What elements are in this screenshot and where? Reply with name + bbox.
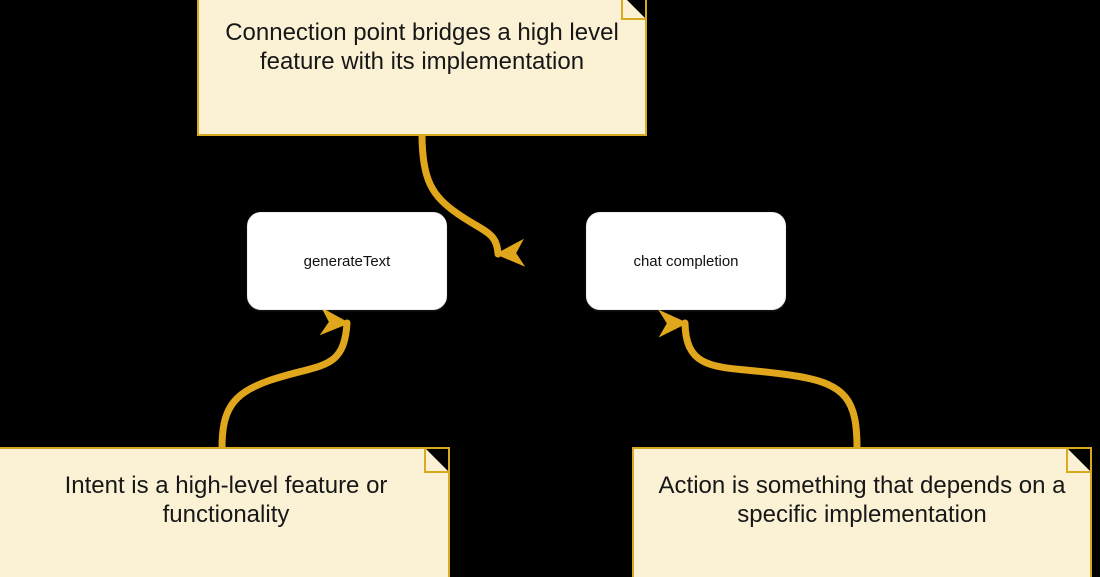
note-fold-edge-icon bbox=[621, 0, 645, 20]
node-generate-text-label: generateText bbox=[303, 252, 391, 270]
note-fold-edge-icon bbox=[1066, 449, 1090, 473]
connector-action-to-chat-completion bbox=[658, 309, 861, 452]
note-action-text: Action is something that depends on a sp… bbox=[658, 472, 1066, 529]
node-generate-text[interactable]: generateText bbox=[247, 212, 447, 310]
node-chat-completion[interactable]: chat completion bbox=[586, 212, 786, 310]
note-action: Action is something that depends on a sp… bbox=[632, 447, 1092, 577]
note-intent: Intent is a high-level feature or functi… bbox=[0, 447, 450, 577]
node-chat-completion-label: chat completion bbox=[633, 252, 739, 270]
note-connection-point: Connection point bridges a high level fe… bbox=[197, 0, 647, 136]
note-intent-text: Intent is a high-level feature or functi… bbox=[64, 472, 388, 529]
note-fold-edge-icon bbox=[424, 449, 448, 473]
note-connection-point-text: Connection point bridges a high level fe… bbox=[225, 19, 619, 76]
connector-intent-to-generate-text bbox=[218, 307, 351, 452]
